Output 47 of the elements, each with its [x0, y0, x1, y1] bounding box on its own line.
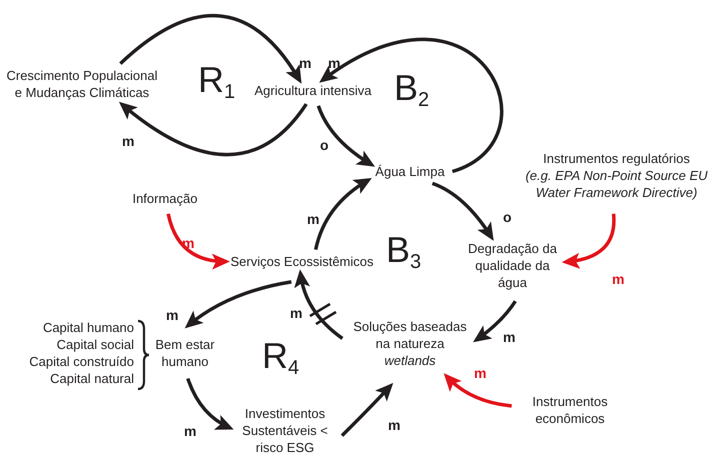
arrow: [294, 269, 344, 340]
edge-label: o: [503, 210, 512, 224]
node-label: Serviços Ecossistêmicos: [229, 253, 375, 270]
node-label: Bem estar humano: [154, 336, 216, 370]
loop-label: R$_{4}$: [262, 338, 300, 381]
arrow: [166, 213, 230, 270]
arrow: [319, 38, 504, 174]
arrow: [118, 102, 308, 156]
edge-label: m: [122, 134, 134, 148]
arrow: [432, 182, 494, 241]
edge-label: m: [184, 424, 196, 438]
node-label: Crescimento Populacional e Mudanças Climáticas: [5, 67, 159, 101]
edge-label: m: [328, 56, 340, 70]
edge-label: m: [299, 56, 312, 70]
arrow: [473, 300, 517, 342]
node-label: Degradação da qualidade da água: [467, 240, 558, 291]
arrow: [186, 378, 234, 430]
edge-label: m: [503, 330, 516, 344]
arrow: [340, 382, 394, 437]
arrow: [562, 214, 616, 268]
edge-label: m: [290, 306, 302, 320]
list-item: Capital construído: [28, 353, 134, 370]
list-item: Capital social: [56, 336, 134, 353]
list-item: Capital natural: [49, 370, 134, 387]
arrow: [444, 373, 512, 408]
edge-label: o: [320, 138, 329, 152]
edge-label: m: [388, 418, 400, 432]
edge-label: m: [307, 212, 320, 226]
loop-label: B$_{2}$: [394, 70, 430, 113]
edge-label: m: [612, 272, 624, 286]
edge-label: m: [474, 366, 486, 380]
arrow: [184, 280, 292, 328]
node-label: Informação: [131, 190, 199, 207]
arrow: [119, 14, 302, 84]
node-label: Investimentos Sustentáveis < risco ESG: [241, 405, 329, 456]
node-label: wetlands: [383, 352, 437, 369]
node-label: Instrumentos regulatórios: [542, 150, 691, 167]
node-label: (e.g. EPA Non-Point Source EU Water Framework Directive): [524, 167, 709, 201]
node-label: Agricultura intensiva: [253, 82, 373, 99]
loop-label: R$_{1}$: [198, 62, 236, 105]
edge-label: m: [166, 308, 178, 322]
loop-label: B$_{3}$: [386, 232, 422, 275]
node-label: Água Limpa: [374, 163, 446, 180]
node-label: Instrumentos econômicos: [531, 393, 609, 427]
arrow: [314, 178, 372, 250]
list-item: Capital humano: [42, 319, 134, 336]
arrow: [316, 105, 375, 167]
